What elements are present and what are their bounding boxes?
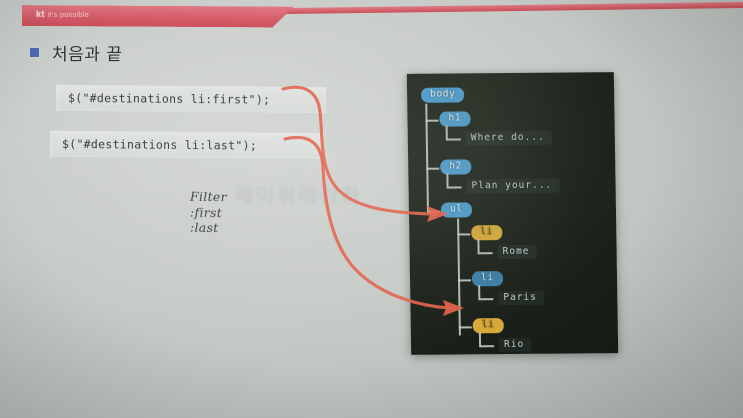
handwritten-note-line-1: Filter bbox=[190, 188, 227, 205]
tree-text-rome-label: Rome bbox=[497, 244, 537, 260]
tree-text-rio: Rio bbox=[498, 337, 532, 353]
tree-node-body: body bbox=[421, 87, 465, 103]
code-block-last: $("#destinations li:last"); bbox=[50, 130, 324, 160]
tree-text-h2-label: Plan your... bbox=[466, 178, 560, 194]
tree-text-paris: Paris bbox=[498, 290, 545, 306]
tree-text-paris-label: Paris bbox=[498, 290, 545, 306]
tree-tag-li-paris: li bbox=[471, 271, 503, 287]
square-bullet-icon bbox=[30, 48, 39, 57]
tree-text-h1: Where do... bbox=[465, 130, 552, 146]
brand-tagline: it's possible bbox=[47, 10, 89, 19]
tree-connector-li-rome bbox=[457, 218, 471, 236]
tree-node-li-rome: li bbox=[471, 225, 503, 241]
tree-tag-h2: h2 bbox=[440, 159, 472, 175]
tree-tag-ul: ul bbox=[440, 202, 472, 218]
tree-connector-h2-text bbox=[446, 173, 462, 189]
tree-text-h2: Plan your... bbox=[466, 178, 560, 194]
dom-tree-panel: body h1 Where do... h2 Plan your... ul bbox=[406, 72, 619, 355]
tree-node-ul: ul bbox=[440, 202, 472, 218]
tree-connector-rome-text bbox=[477, 239, 493, 255]
tree-node-li-rio: li bbox=[472, 318, 504, 334]
handwritten-note: Filter :first :last bbox=[190, 189, 227, 236]
tree-tag-li-rome: li bbox=[471, 225, 503, 241]
tree-connector-li-rio bbox=[458, 311, 472, 329]
code-block-first: $("#destinations li:first"); bbox=[56, 84, 326, 114]
tree-tag-li-rio: li bbox=[472, 318, 504, 334]
tree-text-h1-label: Where do... bbox=[465, 130, 552, 146]
tree-connector-h1 bbox=[425, 103, 439, 122]
handwritten-note-line-2: :first bbox=[190, 204, 223, 220]
tree-text-rio-label: Rio bbox=[498, 337, 532, 353]
tree-node-h2: h2 bbox=[440, 159, 472, 175]
tree-text-rome: Rome bbox=[497, 244, 537, 260]
tree-connector-rio-text bbox=[478, 332, 495, 348]
page-title-label: 처음과 끝 bbox=[52, 45, 123, 65]
tree-node-h1: h1 bbox=[439, 111, 471, 127]
watermark-text: 제이쿼리강좌 bbox=[234, 183, 362, 209]
brand-logo-text: kt bbox=[36, 9, 45, 19]
tree-tag-h1: h1 bbox=[439, 111, 471, 127]
page-title: 처음과 끝 bbox=[30, 40, 122, 65]
tree-connector-ul bbox=[426, 194, 440, 213]
tree-tag-body: body bbox=[421, 87, 465, 103]
tree-node-li-paris: li bbox=[471, 271, 503, 287]
tree-connector-h2 bbox=[426, 151, 440, 170]
handwritten-note-line-3: :last bbox=[190, 219, 219, 236]
tree-connector-paris-text bbox=[478, 285, 494, 301]
ribbon-thin-stripe bbox=[286, 2, 743, 15]
tree-connector-li-paris bbox=[457, 264, 472, 282]
tree-connector-h1-text bbox=[445, 125, 461, 141]
